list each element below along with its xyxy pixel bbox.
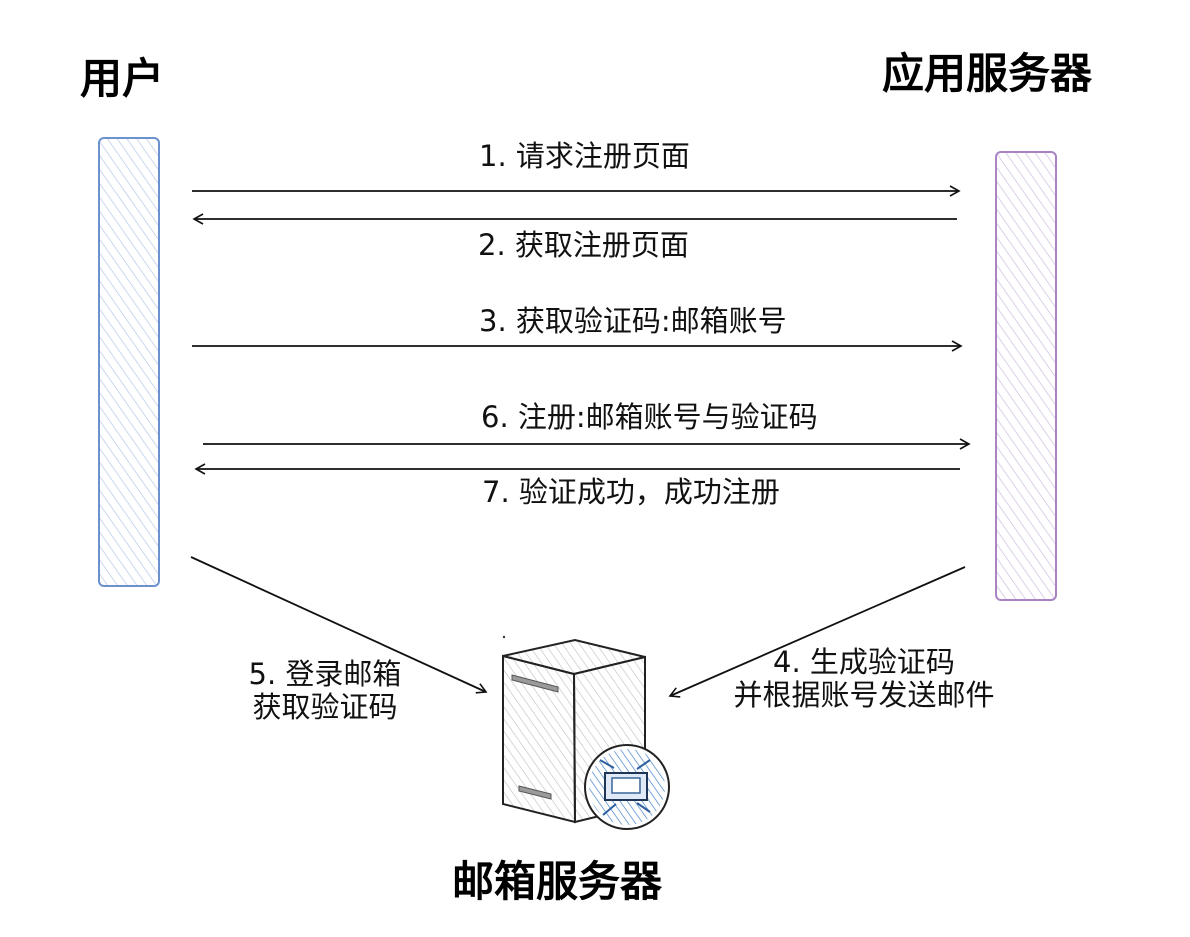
- message-step5: 5. 登录邮箱 获取验证码: [240, 657, 410, 725]
- message-step7: 7. 验证成功，成功注册: [482, 475, 780, 509]
- arrow-step4: [668, 566, 966, 698]
- message-step4-line2: 并根据账号发送邮件: [733, 678, 995, 713]
- message-step4: 4. 生成验证码 并根据账号发送邮件: [724, 645, 1004, 713]
- message-step4-line1: 4. 生成验证码: [773, 645, 955, 679]
- app-server-lifeline: [995, 151, 1057, 601]
- message-step6: 6. 注册:邮箱账号与验证码: [481, 400, 818, 434]
- arrow-step5: [190, 556, 488, 694]
- message-step3: 3. 获取验证码:邮箱账号: [479, 304, 787, 338]
- user-title: 用户: [80, 54, 165, 103]
- user-lifeline: [98, 137, 160, 587]
- message-step1: 1. 请求注册页面: [479, 139, 690, 173]
- app-server-title: 应用服务器: [882, 49, 1093, 98]
- message-step5-line2: 获取验证码: [252, 690, 398, 725]
- message-step2: 2. 获取注册页面: [478, 228, 689, 262]
- mail-server-title: 邮箱服务器: [452, 857, 663, 906]
- mail-server-icon: [502, 635, 670, 830]
- message-step5-line1: 5. 登录邮箱: [248, 657, 402, 691]
